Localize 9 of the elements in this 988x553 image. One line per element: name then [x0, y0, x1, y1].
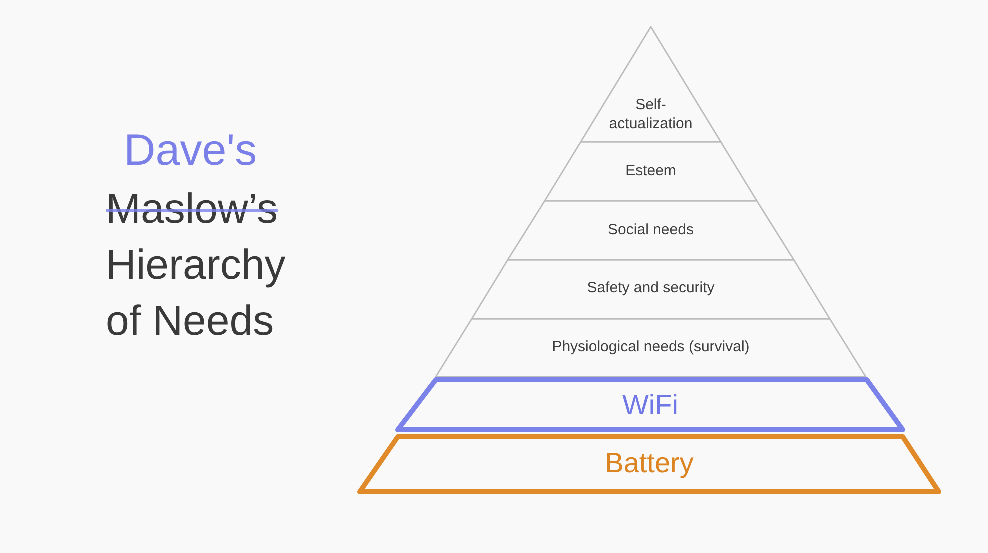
tier-label: Battery — [605, 446, 694, 480]
tier-label: Social needs — [608, 222, 694, 240]
tier-label: Physiological needs (survival) — [552, 338, 750, 358]
tier-label: WiFi — [622, 388, 678, 422]
diagram-title: Maslow’s Hierarchy of Needs — [106, 184, 287, 346]
tier-label: Safety and security — [587, 280, 715, 298]
handwritten-annotation: Dave's — [124, 126, 258, 177]
tier-label: Self-actualization — [609, 96, 693, 134]
tier-label: Esteem — [626, 162, 676, 182]
